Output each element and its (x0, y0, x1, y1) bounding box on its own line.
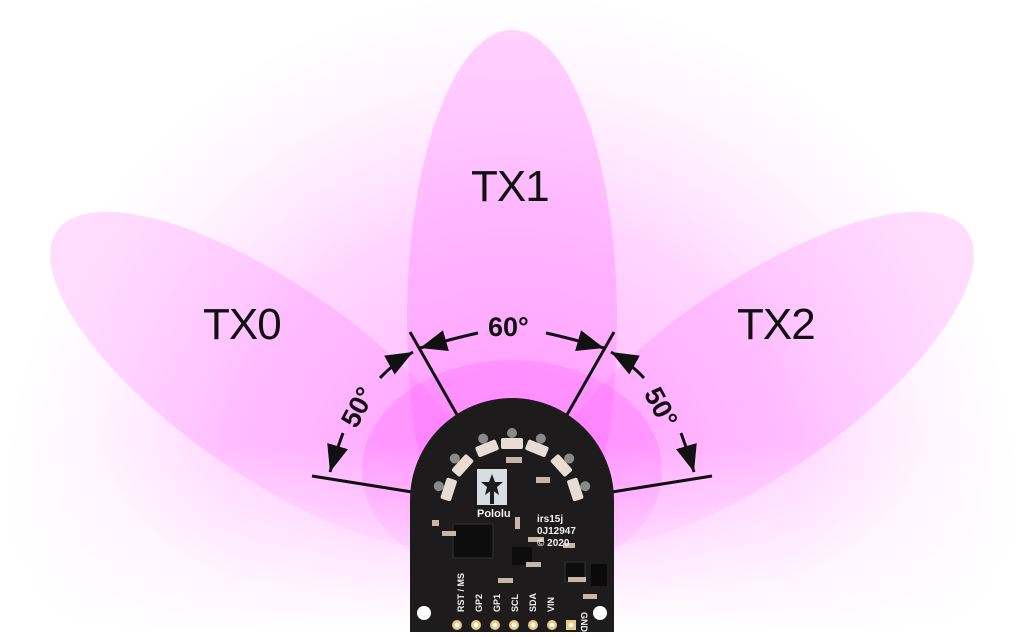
pin-pads (452, 620, 576, 630)
ir-led-ring (433, 428, 591, 502)
pin-label-gnd: GND (579, 612, 589, 632)
beam-label-tx1: TX1 (471, 162, 550, 211)
mounting-hole (417, 606, 431, 620)
mounting-hole (593, 606, 607, 620)
pin-label-gp2: GP2 (474, 594, 484, 612)
pin-label-sda: SDA (528, 592, 538, 612)
board-serial: 0J12947 (537, 526, 576, 537)
pin-label-scl: SCL (510, 593, 520, 612)
beam-label-tx0: TX0 (203, 300, 282, 349)
board-part-id: irs15j (537, 514, 563, 525)
pin-label-rst-ms: RST / MS (456, 573, 466, 612)
beam-label-tx2: TX2 (737, 300, 816, 349)
board-logo-text: Pololu (477, 508, 511, 520)
dimension-lines (311, 330, 713, 494)
chip (591, 564, 607, 586)
pin-label-vin: VIN (546, 597, 556, 612)
pin-label-gp1: GP1 (492, 594, 502, 612)
sensor-board: Pololu irs15j 0J12947 © 2020 RST / MS GP… (410, 398, 614, 633)
chip (512, 547, 532, 565)
angle-label-center: 60° (488, 312, 529, 342)
board-copyright: © 2020 (537, 538, 570, 549)
chip (452, 523, 494, 559)
